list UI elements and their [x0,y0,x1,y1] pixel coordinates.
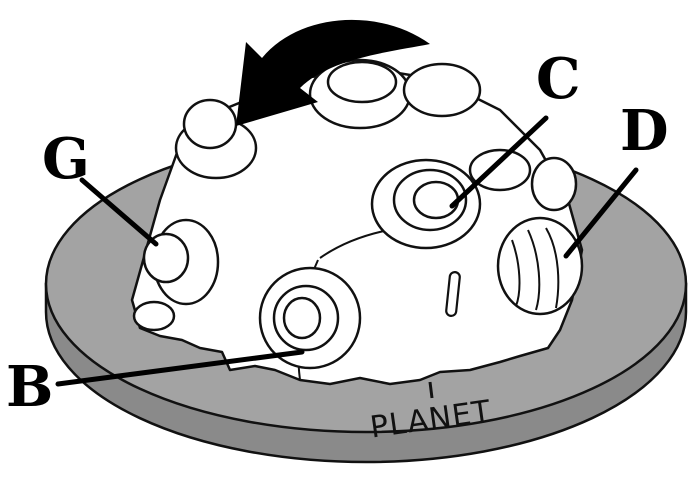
bump-top-left-cap [184,100,236,148]
label-c: C [536,46,581,112]
brand-tick [430,382,432,398]
bump-c-center [414,182,458,218]
bump-top-1-cap [328,62,396,102]
label-b: B [6,354,53,420]
label-g: G [42,126,90,192]
bump-c [372,160,480,248]
bump-g-lower [134,302,174,330]
bump-d-base [498,218,582,314]
bump-top-2 [404,64,480,116]
bump-b [260,268,360,368]
label-d: D [620,98,669,164]
bump-b-center [284,298,320,338]
bump-d-back [532,158,576,210]
